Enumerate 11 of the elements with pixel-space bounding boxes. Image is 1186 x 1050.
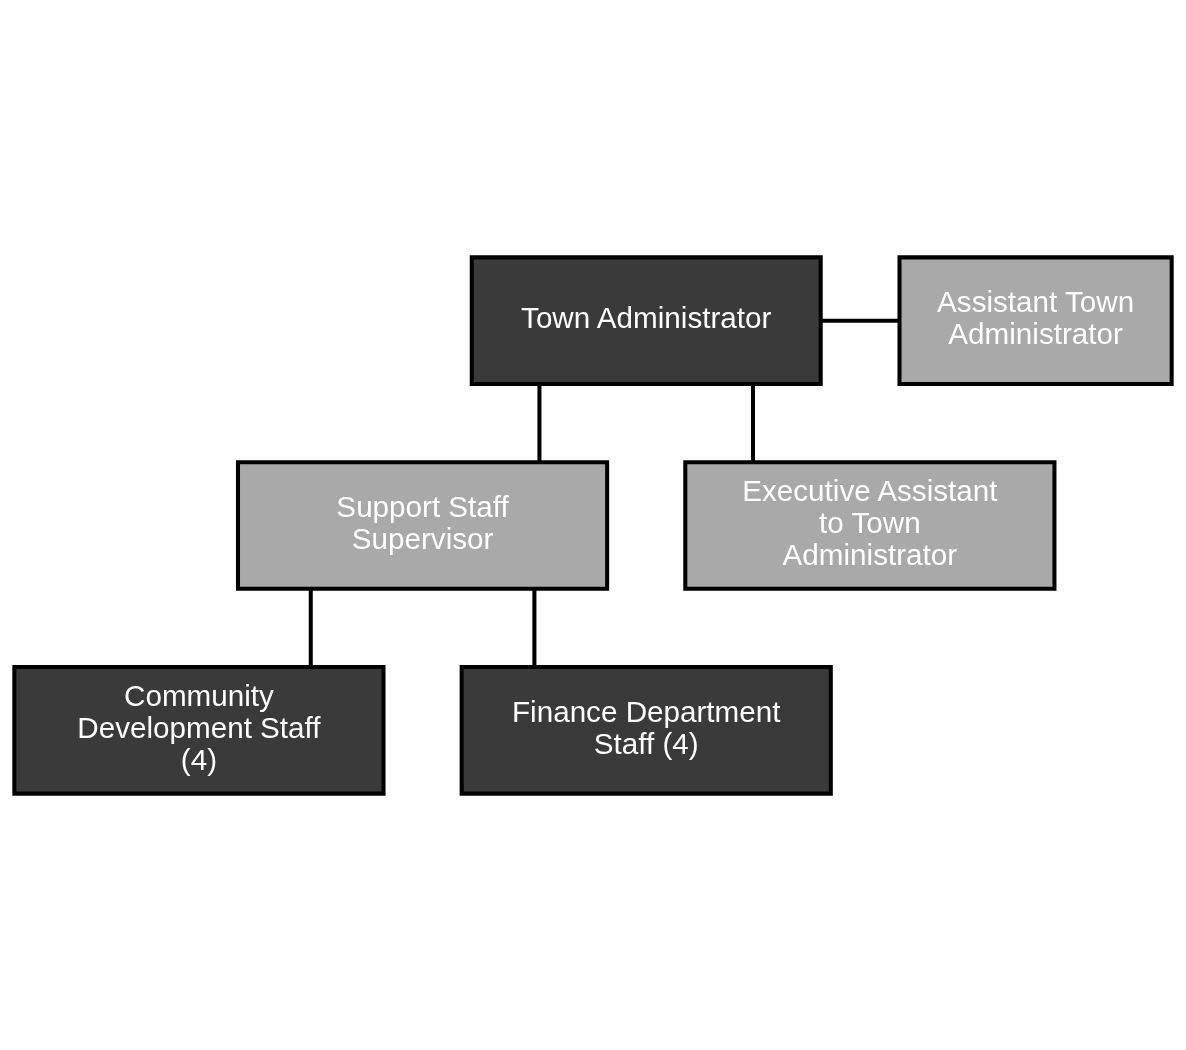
connector xyxy=(532,588,537,667)
node-box: Community Development Staff (4) xyxy=(12,664,386,796)
node-box: Executive Assistant to Town Administrator xyxy=(683,459,1057,591)
node-box: Finance Department Staff (4) xyxy=(459,664,833,796)
connector xyxy=(537,383,542,462)
connector xyxy=(308,588,313,667)
connector xyxy=(821,318,900,323)
node-box: Town Administrator xyxy=(469,254,823,386)
node-box: Support Staff Supervisor xyxy=(235,459,610,591)
connector xyxy=(750,383,755,462)
node-box: Assistant Town Administrator xyxy=(897,254,1174,386)
